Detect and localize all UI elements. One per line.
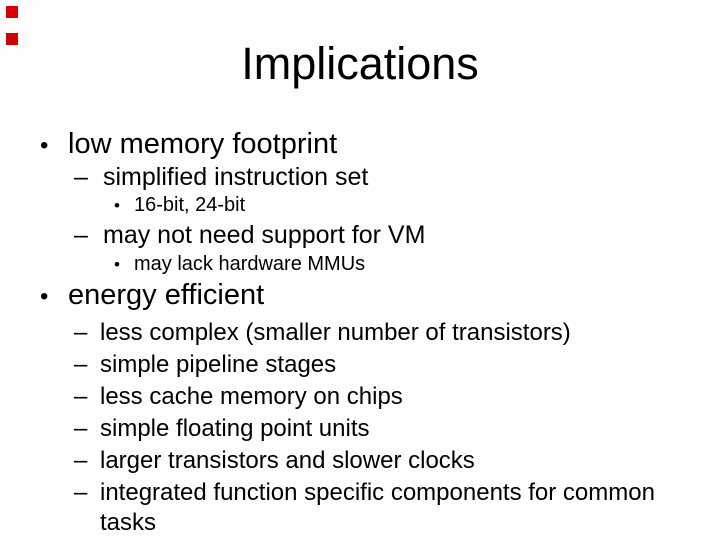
dash-icon: – xyxy=(74,383,88,410)
bullet-text: low memory footprint xyxy=(68,128,338,160)
sub-sub-bullet-text: 16-bit, 24-bit xyxy=(134,194,246,216)
bullet-icon: • xyxy=(40,283,49,310)
sub-bullet-text: simple floating point units xyxy=(100,415,370,442)
sub-bullet-integrated-components: – integrated function specific component… xyxy=(74,479,655,507)
slide-title: Implications xyxy=(241,38,479,89)
sub-bullet-text: integrated function specific components … xyxy=(100,479,655,506)
sub-sub-bullet-16bit-24bit: • 16-bit, 24-bit xyxy=(114,194,245,217)
sub-bullet-pipeline-stages: – simple pipeline stages xyxy=(74,351,336,379)
bullet-icon: • xyxy=(40,132,49,159)
sub-bullet-text: less complex (smaller number of transist… xyxy=(100,319,571,346)
dash-icon: – xyxy=(74,351,88,378)
dash-icon: – xyxy=(74,221,88,249)
sub-sub-bullet-text: may lack hardware MMUs xyxy=(134,253,366,275)
bullet-icon: • xyxy=(114,255,120,274)
bullet-icon: • xyxy=(114,196,120,215)
sub-bullet-larger-transistors: – larger transistors and slower clocks xyxy=(74,447,475,475)
dash-icon: – xyxy=(74,479,88,506)
sub-bullet-floating-point: – simple floating point units xyxy=(74,415,369,443)
dash-icon: – xyxy=(74,319,88,346)
sub-bullet-text: may not need support for VM xyxy=(103,221,426,249)
sub-bullet-continuation-tasks: tasks xyxy=(100,509,156,537)
sub-bullet-less-complex: – less complex (smaller number of transi… xyxy=(74,319,571,347)
sub-bullet-text: larger transistors and slower clocks xyxy=(100,447,475,474)
red-square-decoration-top xyxy=(6,6,18,18)
dash-icon: – xyxy=(74,163,88,191)
sub-bullet-text: simple pipeline stages xyxy=(100,351,337,378)
bullet-energy-efficient: • energy efficient xyxy=(40,279,264,313)
sub-bullet-cache-memory: – less cache memory on chips xyxy=(74,383,403,411)
sub-bullet-text: simplified instruction set xyxy=(103,163,369,191)
red-square-decoration-bottom xyxy=(6,33,18,45)
dash-icon: – xyxy=(74,447,88,474)
sub-bullet-text: less cache memory on chips xyxy=(100,383,403,410)
sub-sub-bullet-hardware-mmu: • may lack hardware MMUs xyxy=(114,253,365,276)
sub-bullet-vm-support: – may not need support for VM xyxy=(74,221,425,250)
bullet-low-memory-footprint: • low memory footprint xyxy=(40,128,337,162)
bullet-text: energy efficient xyxy=(68,279,265,311)
sub-bullet-text: tasks xyxy=(100,509,157,536)
sub-bullet-simplified-instruction-set: – simplified instruction set xyxy=(74,163,368,192)
dash-icon: – xyxy=(74,415,88,442)
